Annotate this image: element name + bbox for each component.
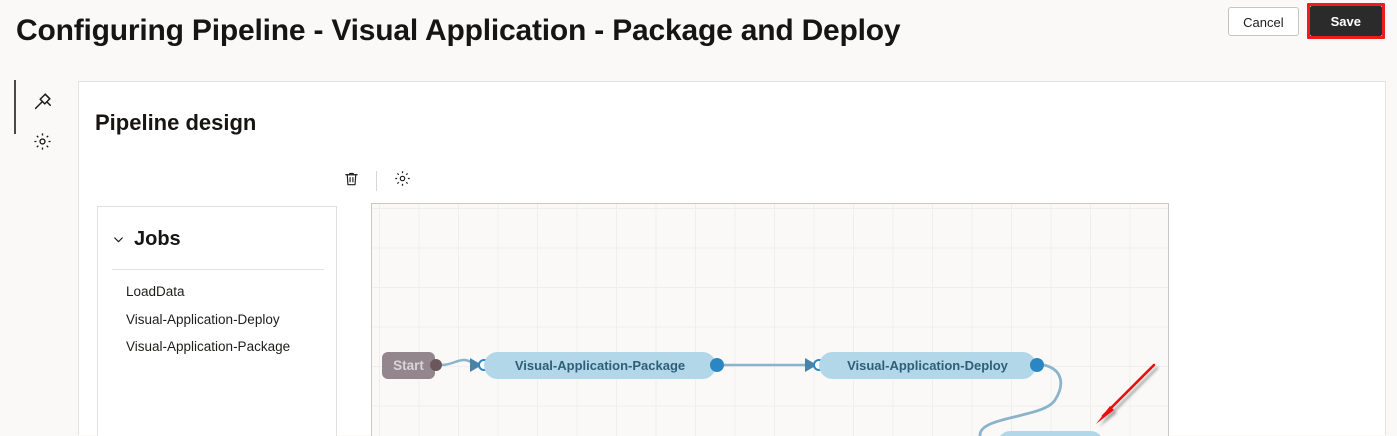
app-header: Configuring Pipeline - Visual Applicatio… <box>0 0 1397 70</box>
list-item[interactable]: Visual-Application-Package <box>126 339 291 354</box>
card-title: Pipeline design <box>95 110 257 135</box>
gear-icon <box>33 132 52 156</box>
page-title: Configuring Pipeline - Visual Applicatio… <box>16 14 901 47</box>
port-out-start[interactable] <box>430 359 442 371</box>
pipeline-node-package[interactable]: Visual-Application-Package <box>484 352 716 379</box>
jobs-panel-divider <box>112 269 324 270</box>
edge-deploy-loaddata <box>978 363 1063 436</box>
save-button[interactable]: Save <box>1309 6 1382 36</box>
canvas-settings-button[interactable] <box>388 168 416 194</box>
rail-selection-bar <box>14 80 16 134</box>
trash-icon <box>343 170 360 193</box>
pipeline-node-deploy[interactable]: Visual-Application-Deploy <box>819 352 1036 379</box>
arrowhead-package <box>470 358 482 372</box>
build-tools-icon <box>31 91 53 118</box>
node-label: Start <box>393 358 424 373</box>
pipeline-node-loaddata[interactable]: LoadData <box>997 431 1104 436</box>
delete-button[interactable] <box>337 168 365 194</box>
cancel-button[interactable]: Cancel <box>1228 6 1299 36</box>
list-item[interactable]: Visual-Application-Deploy <box>126 311 280 327</box>
jobs-list: LoadData Visual-Application-Deploy Visua… <box>126 278 326 361</box>
jobs-panel-title: Jobs <box>134 228 181 250</box>
toolbar-divider <box>376 171 377 191</box>
list-item[interactable]: LoadData <box>126 284 185 299</box>
left-icon-rail <box>14 80 66 435</box>
arrowhead-deploy <box>805 358 817 372</box>
node-label: Visual-Application-Deploy <box>847 358 1008 373</box>
header-actions: Cancel Save <box>1228 3 1385 39</box>
port-out-package[interactable] <box>710 358 724 372</box>
port-out-deploy[interactable] <box>1030 358 1044 372</box>
canvas-toolbar <box>337 168 416 194</box>
pipeline-connectors <box>440 358 1063 436</box>
gear-icon <box>394 170 411 192</box>
chevron-down-icon <box>112 233 124 245</box>
jobs-panel-header[interactable]: Jobs <box>112 229 181 249</box>
jobs-panel: Jobs LoadData Visual-Application-Deploy … <box>97 206 337 436</box>
save-button-highlight: Save <box>1306 3 1385 39</box>
node-label: Visual-Application-Package <box>514 358 686 373</box>
pipeline-node-start[interactable]: Start <box>382 352 435 379</box>
rail-item-settings[interactable] <box>28 130 56 158</box>
pipeline-canvas[interactable]: Start Visual-Application-Package Visual-… <box>371 203 1169 436</box>
rail-item-design[interactable] <box>28 90 56 118</box>
pipeline-design-card: Pipeline design <box>78 81 1386 436</box>
